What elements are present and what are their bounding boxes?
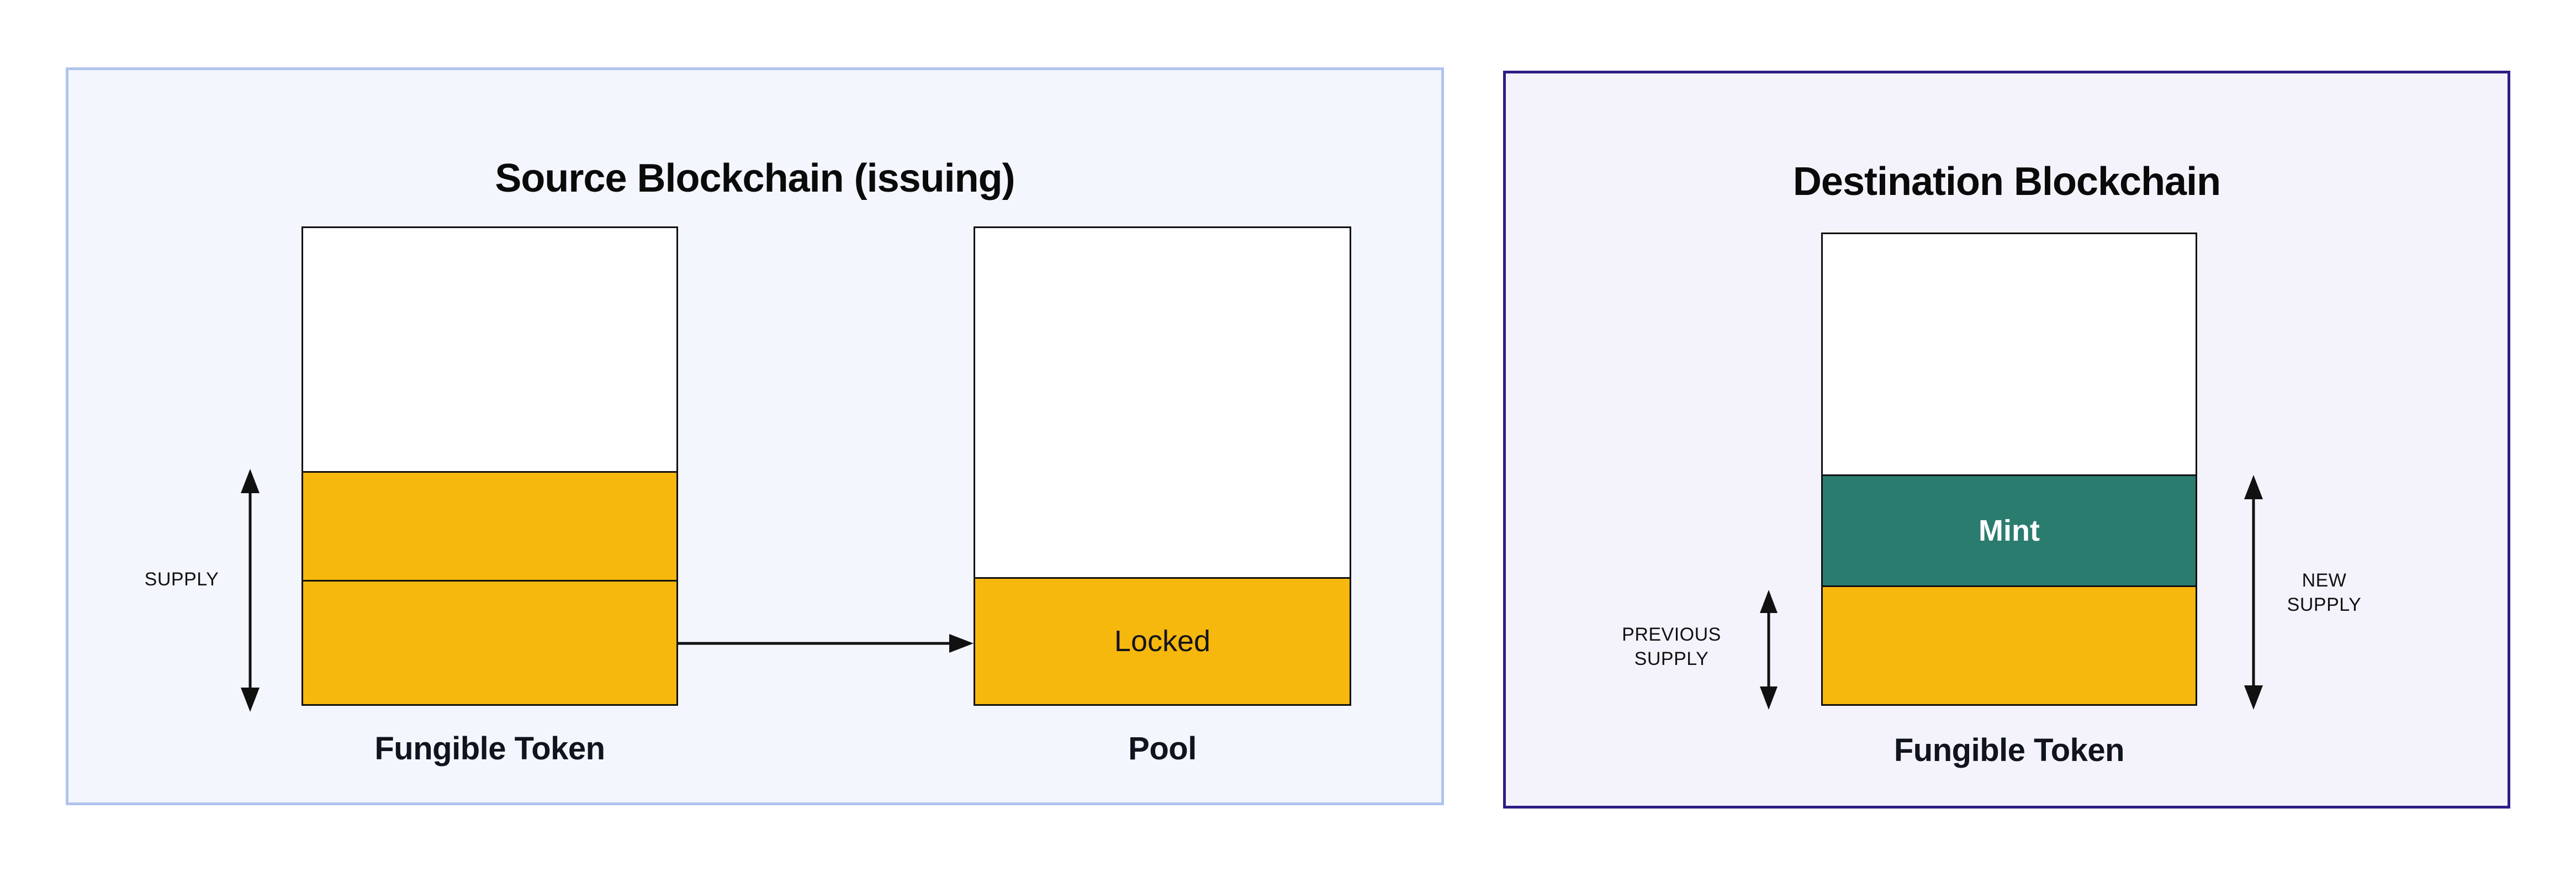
destination-blockchain-panel: Destination Blockchain Mint PREVIOUS SUP…	[1503, 71, 2510, 809]
pool-caption: Pool	[1128, 731, 1197, 767]
source-pool-bar: Locked	[974, 226, 1351, 706]
lock-transfer-arrow-icon	[678, 634, 974, 653]
source-fungible-supply-lower-segment	[303, 580, 676, 704]
supply-range-arrow-icon	[241, 469, 260, 712]
previous-supply-label: PREVIOUS SUPPLY	[1622, 624, 1721, 669]
destination-panel-title: Destination Blockchain	[1792, 159, 2221, 204]
previous-supply-range-arrow-icon	[1760, 590, 1778, 710]
source-panel-title: Source Blockchain (issuing)	[495, 156, 1015, 200]
new-supply-range-arrow-icon	[2244, 475, 2263, 710]
source-fungible-token-bar	[301, 226, 678, 706]
pool-locked-segment: Locked	[975, 577, 1350, 704]
pool-empty-segment	[975, 228, 1350, 577]
source-fungible-token-caption: Fungible Token	[374, 731, 605, 767]
mint-label: Mint	[1979, 514, 2040, 547]
source-fungible-unissued-segment	[303, 228, 676, 471]
source-fungible-supply-upper-segment	[303, 471, 676, 580]
locked-label: Locked	[1114, 625, 1211, 658]
new-supply-label: NEW SUPPLY	[2287, 570, 2362, 615]
supply-label: SUPPLY	[144, 569, 219, 590]
destination-previous-supply-segment	[1823, 585, 2196, 704]
destination-mint-segment: Mint	[1823, 474, 2196, 585]
destination-fungible-token-bar: Mint	[1821, 233, 2197, 706]
source-blockchain-panel: Source Blockchain (issuing) SUPPLY Locke…	[66, 67, 1444, 805]
destination-unissued-segment	[1823, 234, 2196, 474]
destination-fungible-token-caption: Fungible Token	[1893, 732, 2125, 768]
